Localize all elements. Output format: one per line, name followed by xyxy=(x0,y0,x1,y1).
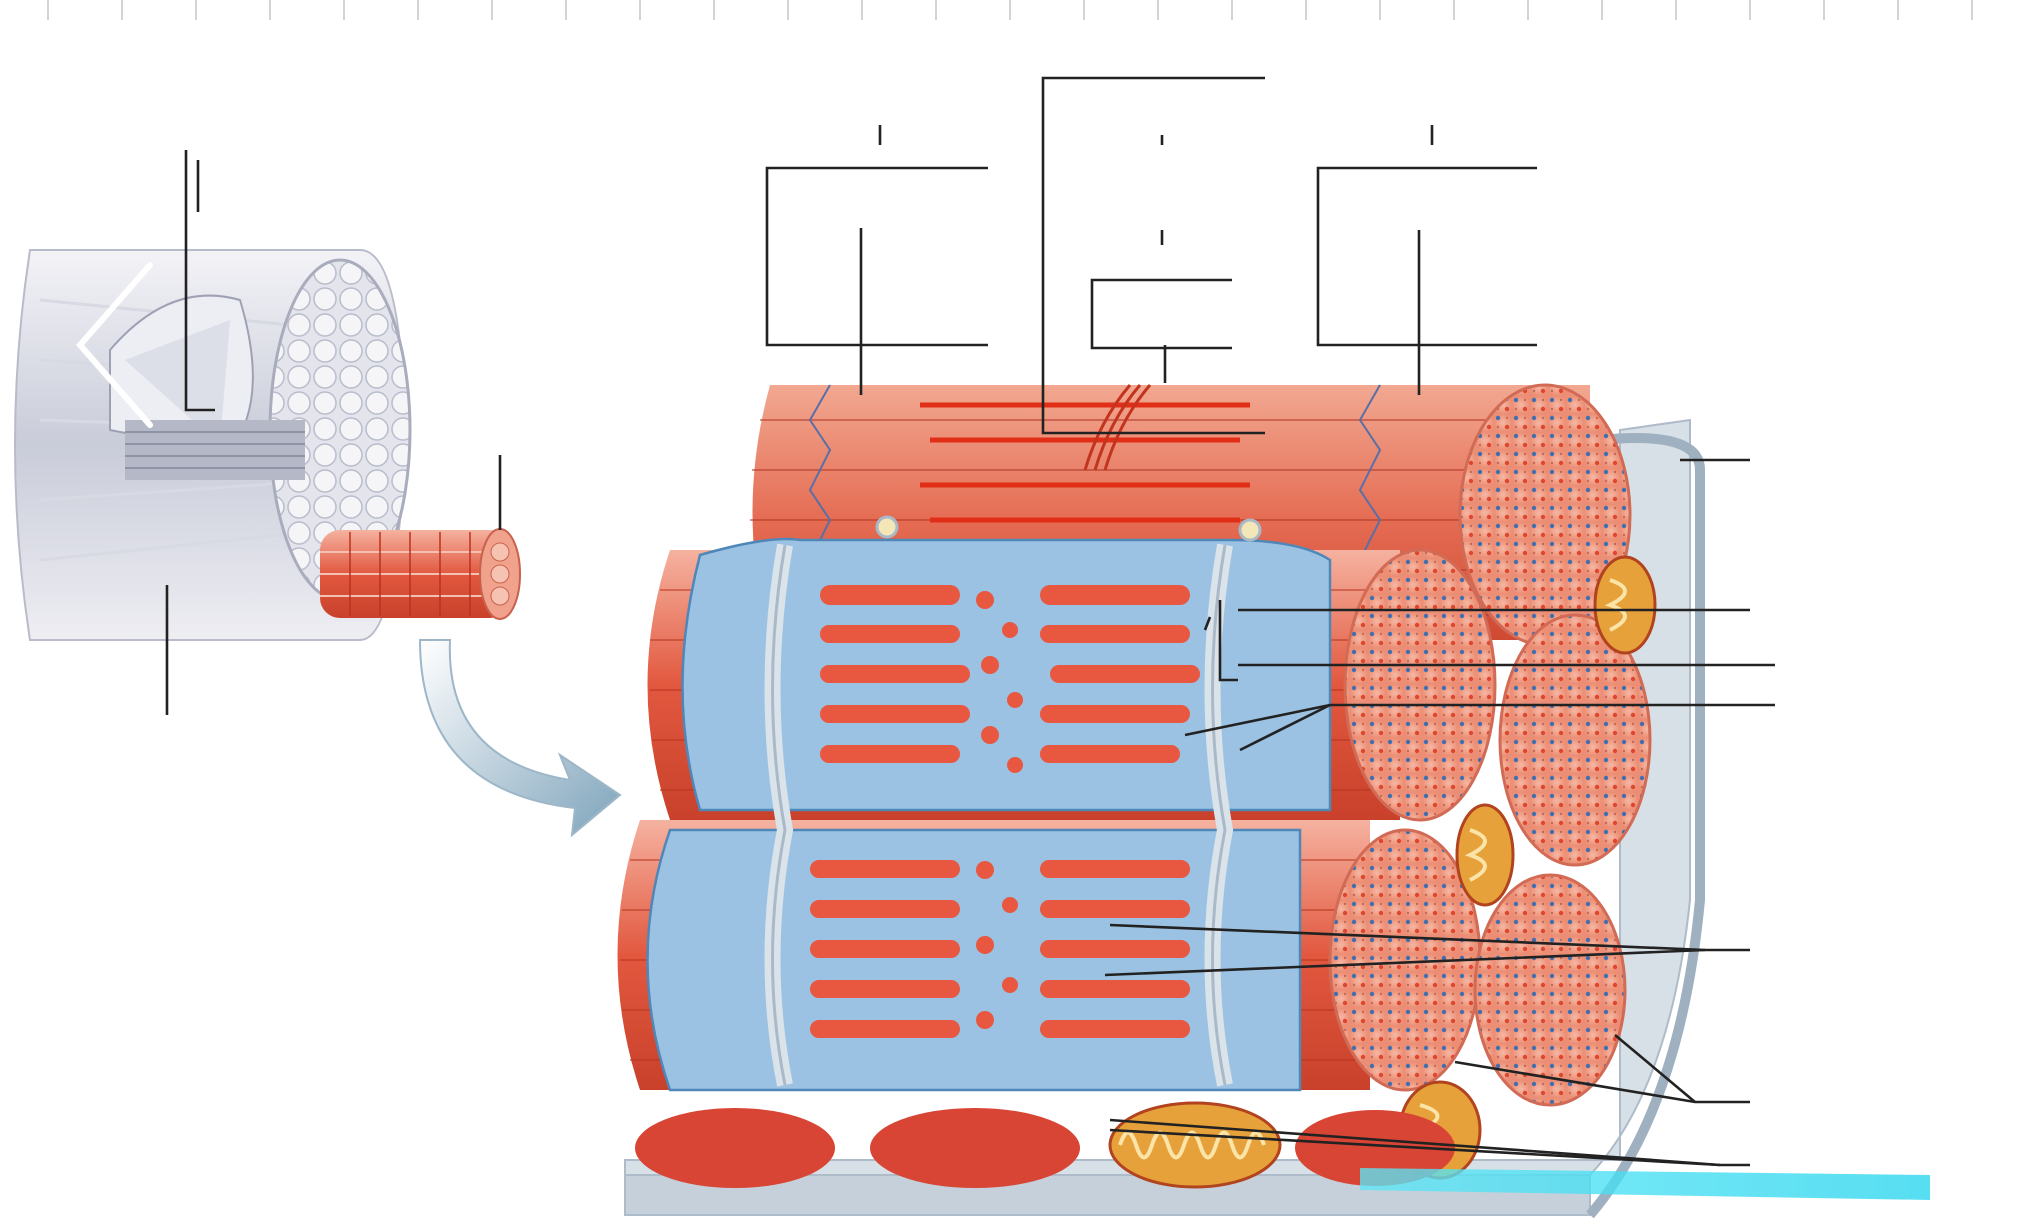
back-chevron-icon[interactable] xyxy=(76,262,153,428)
top-ruler xyxy=(47,0,1973,20)
arrow-icon xyxy=(418,639,622,838)
myofibril-detail-illustration xyxy=(617,383,1930,1219)
mitochondrion xyxy=(1108,1101,1282,1189)
muscle-fiber-bundle xyxy=(320,528,521,620)
highlight-stroke xyxy=(1360,1168,1930,1200)
leader-lines xyxy=(765,76,1775,1167)
mitochondrion xyxy=(1455,803,1515,907)
mitochondrion xyxy=(1593,555,1657,655)
muscle-fascicle-illustration xyxy=(14,150,622,838)
